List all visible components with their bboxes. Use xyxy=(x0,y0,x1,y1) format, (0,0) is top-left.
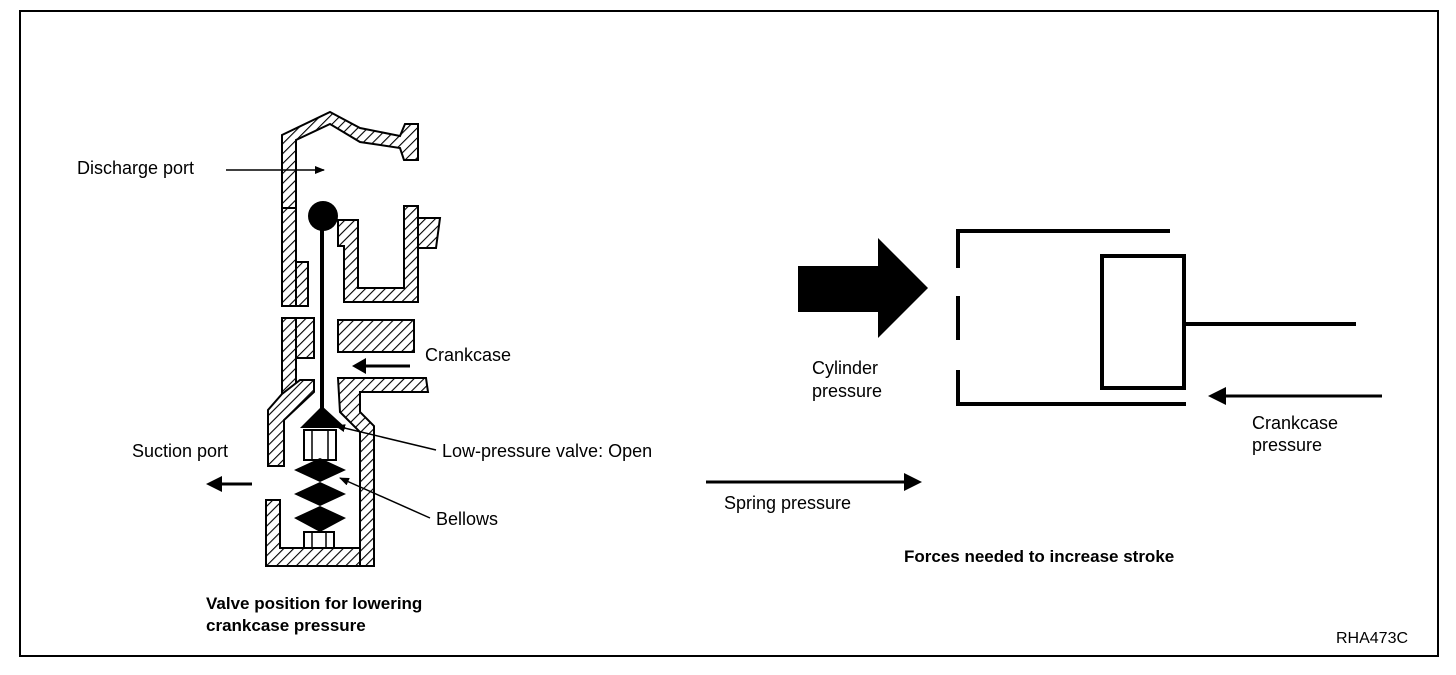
forces-caption: Forces needed to increase stroke xyxy=(904,547,1175,566)
cylinder-pressure-label-line1: Cylinder xyxy=(812,358,879,378)
piston xyxy=(1100,254,1186,390)
suction-flow-arrow xyxy=(206,476,252,492)
valve-funnel-right xyxy=(336,377,430,567)
crankcase-label: Crankcase xyxy=(425,345,512,365)
valve-bottom-cup xyxy=(265,499,361,567)
cylinder-pressure-arrow xyxy=(798,238,928,338)
valve-leader-lines xyxy=(226,166,437,519)
low-pressure-valve-label: Low-pressure valve: Open xyxy=(442,441,653,461)
crankcase-pressure-label-line2: pressure xyxy=(1252,435,1323,455)
discharge-port-label: Discharge port xyxy=(77,158,195,178)
spring-pressure-label: Spring pressure xyxy=(724,493,852,513)
cylinder-outline xyxy=(956,229,1186,406)
crankcase-pressure-arrow xyxy=(1208,387,1382,405)
valve-top-housing xyxy=(281,110,419,209)
valve-crankcase-block xyxy=(337,319,415,353)
cylinder-pressure-label-line2: pressure xyxy=(812,381,883,401)
valve-left-ledge-2 xyxy=(295,317,315,359)
valve-left-wall-mid xyxy=(281,317,297,395)
bellows-shape xyxy=(294,429,346,549)
figure-code: RHA473C xyxy=(1336,630,1409,647)
valve-assembly xyxy=(265,110,442,567)
valve-left-ledge-1 xyxy=(295,261,309,307)
bellows-label: Bellows xyxy=(436,509,499,529)
valve-caption-line1: Valve position for lowering xyxy=(206,594,423,613)
spring-pressure-arrow xyxy=(706,473,922,491)
valve-ball xyxy=(308,201,338,231)
suction-port-label: Suction port xyxy=(132,441,229,461)
valve-inner-guide xyxy=(337,205,419,303)
valve-funnel-left xyxy=(267,379,315,467)
valve-caption-line2: crankcase pressure xyxy=(206,616,366,635)
low-pressure-valve-cone xyxy=(300,406,346,428)
crankcase-flow-arrow xyxy=(352,358,410,374)
figure-frame xyxy=(19,10,1439,657)
valve-left-wall-upper xyxy=(281,207,297,307)
valve-side-flange xyxy=(417,217,442,249)
crankcase-pressure-label-line1: Crankcase xyxy=(1252,413,1339,433)
